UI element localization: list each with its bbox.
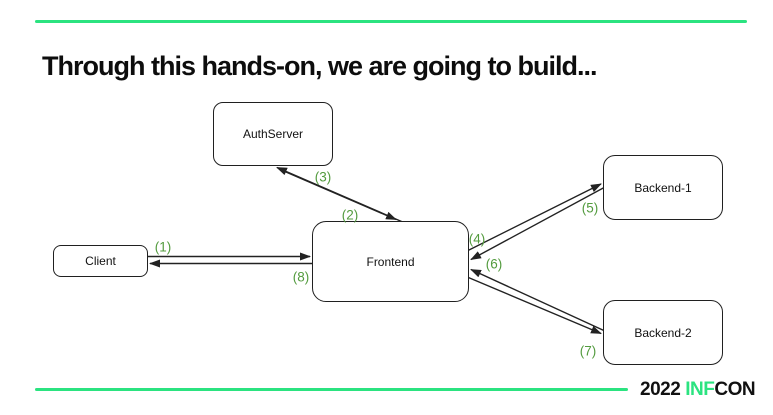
edge-label-1: (1): [154, 239, 172, 255]
edge-label-3: (3): [314, 169, 332, 185]
edge-label-7: (7): [579, 343, 597, 359]
node-backend-2: Backend-2: [603, 300, 723, 365]
edge-label-5: (5): [581, 200, 599, 216]
logo-year: 2022: [640, 379, 681, 400]
arrow-6-frontend-to-backend2: [465, 275, 602, 335]
node-authserver-label: AuthServer: [242, 127, 304, 141]
arrow-4-frontend-to-backend1: [465, 183, 602, 253]
node-frontend: Frontend: [312, 221, 469, 302]
node-backend-1: Backend-1: [603, 155, 723, 220]
slide-title: Through this hands-on, we are going to b…: [42, 51, 597, 82]
node-client: Client: [53, 245, 148, 277]
edge-label-2: (2): [341, 207, 359, 223]
bottom-accent-rule: [35, 388, 628, 391]
edge-label-8: (8): [292, 269, 310, 285]
edge-label-4: (4): [468, 231, 486, 247]
logo-inf: INF: [685, 379, 715, 400]
top-accent-rule: [35, 20, 747, 23]
node-authserver: AuthServer: [213, 102, 333, 166]
logo-con: CON: [714, 379, 756, 400]
node-backend-1-label: Backend-1: [634, 180, 692, 195]
arrow-7-backend2-to-frontend: [470, 268, 607, 333]
arrow-3-authserver-to-frontend: [278, 168, 397, 221]
node-frontend-label: Frontend: [366, 254, 415, 269]
node-backend-2-label: Backend-2: [634, 325, 692, 340]
node-client-label: Client: [85, 254, 116, 268]
arrow-5-backend1-to-frontend: [470, 185, 607, 261]
edge-label-6: (6): [485, 256, 503, 272]
